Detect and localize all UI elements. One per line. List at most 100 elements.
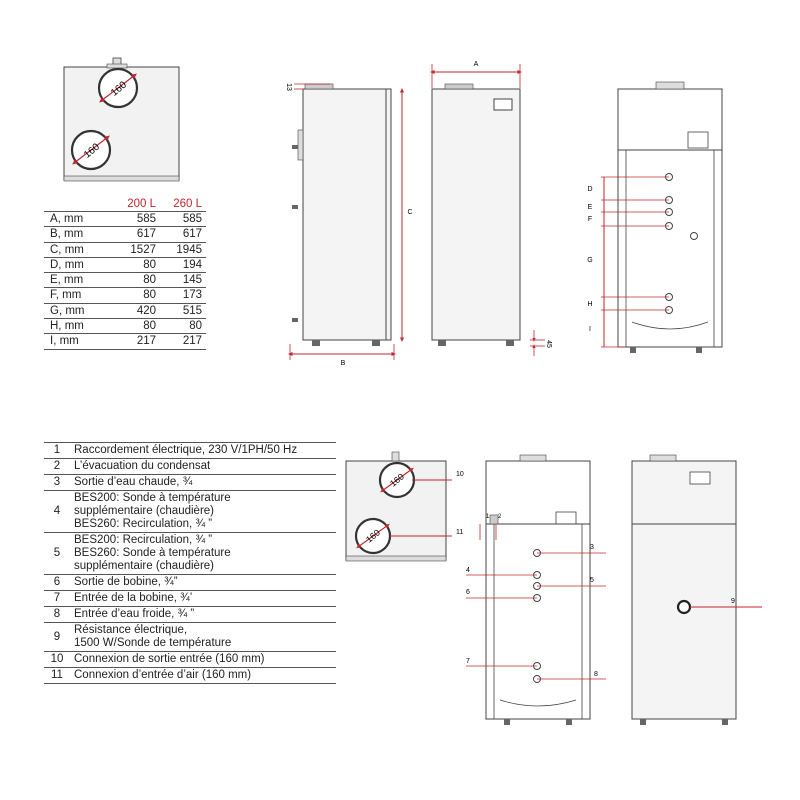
value-200l: 80 <box>114 256 160 273</box>
value-260l: 515 <box>160 302 206 319</box>
value-260l: 585 <box>160 210 206 227</box>
row-label: E, mm <box>44 272 114 288</box>
legend-number: 2 <box>44 458 70 475</box>
value-260l: 145 <box>160 272 206 288</box>
callout-5: 5 <box>590 577 594 584</box>
legend-description: BES200: Recirculation, ¾ ”BES260: Sonde … <box>70 532 336 575</box>
callout-10: 10 <box>456 471 464 478</box>
value-200l: 80 <box>114 272 160 288</box>
callout-3: 3 <box>590 544 594 551</box>
callout-1: 1 <box>486 514 490 520</box>
bottom-top-view-drawing: 160 160 10 11 <box>345 451 464 562</box>
callout-11: 11 <box>456 529 463 536</box>
value-200l: 585 <box>114 210 160 227</box>
callout-4: 4 <box>466 567 470 574</box>
dimension-b-label: B <box>341 360 346 367</box>
value-200l: 617 <box>114 226 160 243</box>
unit-side-body <box>302 88 392 341</box>
dimension-d-label: D <box>587 186 592 193</box>
dimension-45-label: 45 <box>545 340 552 348</box>
legend-description: Connexion d’entrée d’air (160 mm) <box>70 667 336 684</box>
bottom-front-view-drawing: 9 <box>631 454 762 725</box>
row-label: H, mm <box>44 318 114 334</box>
top-view-drawing: 160 160 <box>63 57 180 182</box>
callout-6: 6 <box>466 589 470 596</box>
callout-7: 7 <box>466 658 470 665</box>
value-260l: 80 <box>160 318 206 334</box>
heating-element-port <box>676 599 692 615</box>
value-260l: 173 <box>160 287 206 304</box>
legend-description: Entrée d’eau froide, ¾ ” <box>70 606 336 623</box>
legend-number: 9 <box>44 622 70 652</box>
legend-description: Résistance électrique,1500 W/Sonde de te… <box>70 622 336 652</box>
dimension-f-label: F <box>588 216 592 223</box>
legend-number: 7 <box>44 590 70 607</box>
control-display <box>689 471 711 485</box>
callout-9: 9 <box>731 598 735 605</box>
legend-number: 11 <box>44 667 70 684</box>
legend-description: Sortie de bobine, ¾” <box>70 574 336 591</box>
legend-description: Entrée de la bobine, ¾’ <box>70 590 336 607</box>
value-200l: 1527 <box>114 241 160 258</box>
dimension-c-label: C <box>407 209 412 216</box>
dimension-e-label: E <box>588 204 593 211</box>
dimension-13-label: 13 <box>285 83 292 91</box>
row-label: F, mm <box>44 287 114 304</box>
dimensions-table-header: 200 L 260 L <box>44 196 206 212</box>
diameter-arrow <box>72 135 110 165</box>
value-260l: 1945 <box>160 241 206 258</box>
legend-description: L’évacuation du condensat <box>70 458 336 475</box>
row-label: C, mm <box>44 241 114 258</box>
legend-description: Raccordement électrique, 230 V/1PH/50 Hz <box>70 442 336 459</box>
dimension-a-label: A <box>474 61 479 68</box>
rear-view-dimensions-drawing: D E F G H I <box>587 81 723 353</box>
legend-number: 8 <box>44 606 70 623</box>
callout-8: 8 <box>594 671 598 678</box>
row-label: A, mm <box>44 210 114 227</box>
legend-number: 3 <box>44 474 70 491</box>
header-260l: 260 L <box>173 197 202 210</box>
row-label: D, mm <box>44 256 114 273</box>
legend-number: 6 <box>44 574 70 591</box>
value-260l: 217 <box>160 333 206 350</box>
value-200l: 80 <box>114 318 160 334</box>
control-display <box>493 98 513 111</box>
unit-front-body <box>431 88 521 341</box>
front-view-drawing: A 45 <box>430 61 552 356</box>
header-200l: 200 L <box>127 197 156 210</box>
legend-number: 1 <box>44 442 70 459</box>
value-200l: 80 <box>114 287 160 304</box>
legend-number: 10 <box>44 651 70 668</box>
value-200l: 420 <box>114 302 160 319</box>
value-260l: 194 <box>160 256 206 273</box>
bottom-rear-view-drawing: 1 2 3 4 5 6 7 8 <box>466 454 606 725</box>
dimension-i-label: I <box>589 326 591 333</box>
dimension-h-label: H <box>587 301 592 308</box>
diameter-arrow <box>99 73 137 103</box>
value-200l: 217 <box>114 333 160 350</box>
callout-2: 2 <box>498 514 502 520</box>
